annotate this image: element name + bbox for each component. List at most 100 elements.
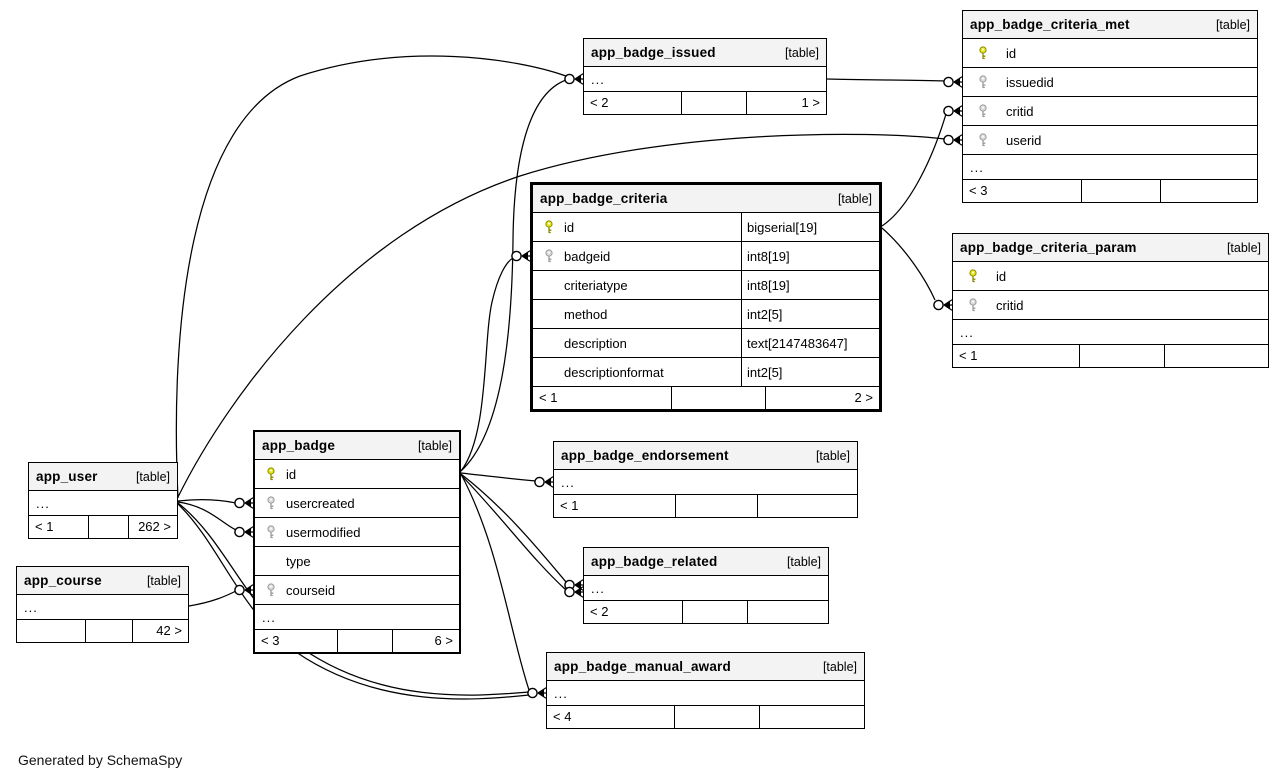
column-row: type: [255, 547, 459, 576]
children-count: [756, 495, 857, 517]
relationship-connector: [564, 73, 584, 85]
columns-collapsed-row: ...: [953, 320, 1268, 345]
table-name: app_badge_manual_award: [554, 659, 731, 674]
relationship-connector: [234, 526, 254, 538]
table-header[interactable]: app_course [table]: [17, 567, 188, 595]
columns-collapsed-row: ...: [29, 491, 177, 516]
generated-by-note: Generated by SchemaSpy: [18, 752, 183, 768]
table-footer: < 4: [547, 706, 864, 728]
foreign-key-icon: [976, 133, 990, 147]
table-header[interactable]: app_badge_manual_award [table]: [547, 653, 864, 681]
table-name: app_badge: [262, 438, 336, 453]
table-name: app_badge_issued: [591, 45, 716, 60]
column-name: description: [564, 335, 627, 351]
relationship-connector: [511, 250, 531, 262]
footer-spacer: [85, 620, 131, 642]
table-footer: < 1: [554, 495, 857, 517]
footer-spacer: [671, 387, 764, 409]
foreign-key-icon: [264, 583, 278, 597]
table-type-tag: [table]: [822, 659, 857, 674]
table-name: app_badge_criteria: [540, 191, 668, 206]
table-app-badge-endorsement: app_badge_endorsement [table] ... < 1: [553, 441, 858, 518]
columns-collapsed-row: ...: [255, 605, 459, 630]
table-footer: 42 >: [17, 620, 188, 642]
columns-collapsed-row: ...: [547, 681, 864, 706]
parents-count: < 1: [539, 390, 558, 405]
parents-count: < 1: [959, 348, 978, 363]
table-type-tag: [table]: [1226, 240, 1261, 255]
relationship-connector: [234, 584, 254, 596]
columns-collapsed-row: ...: [963, 155, 1257, 180]
children-count: [1159, 180, 1257, 202]
column-row: critid: [953, 291, 1268, 320]
table-header[interactable]: app_badge_criteria [table]: [533, 185, 879, 213]
relationship-connector: [534, 476, 554, 488]
table-type-tag: [table]: [1215, 17, 1250, 32]
children-count: [759, 706, 864, 728]
primary-key-icon: [264, 467, 278, 481]
table-type-tag: [table]: [135, 469, 170, 484]
column-row: issuedid: [963, 68, 1257, 97]
table-type-tag: [table]: [837, 191, 872, 206]
footer-spacer: [673, 706, 760, 728]
table-type-tag: [table]: [815, 448, 850, 463]
table-header[interactable]: app_badge [table]: [255, 432, 459, 460]
primary-key-icon: [976, 46, 990, 60]
table-header[interactable]: app_badge_issued [table]: [584, 39, 826, 67]
foreign-key-icon: [976, 104, 990, 118]
footer-spacer: [88, 516, 128, 538]
collapsed-columns-label: ...: [970, 159, 984, 175]
table-footer: < 1 262 >: [29, 516, 177, 538]
relationship-connector: [933, 299, 953, 311]
table-footer: < 1: [953, 345, 1268, 367]
table-header[interactable]: app_badge_endorsement [table]: [554, 442, 857, 470]
table-app-badge-criteria-met: app_badge_criteria_met [table] id issued…: [962, 10, 1258, 203]
column-name: criteriatype: [564, 277, 628, 293]
table-app-badge-criteria-param: app_badge_criteria_param [table] id crit…: [952, 233, 1269, 368]
column-name: courseid: [286, 582, 336, 598]
table-footer: < 2 1 >: [584, 92, 826, 114]
table-app-badge-manual-award: app_badge_manual_award [table] ... < 4: [546, 652, 865, 729]
column-name: descriptionformat: [564, 364, 664, 380]
column-name: issuedid: [1006, 74, 1054, 90]
column-row: id: [953, 262, 1268, 291]
column-row: usercreated: [255, 489, 459, 518]
table-header[interactable]: app_badge_related [table]: [584, 548, 828, 576]
table-header[interactable]: app_user [table]: [29, 463, 177, 491]
table-type-tag: [table]: [786, 554, 821, 569]
table-app-badge: app_badge [table] id usercreated usermod…: [253, 430, 461, 654]
foreign-key-icon: [264, 525, 278, 539]
columns-collapsed-row: ...: [584, 576, 828, 601]
foreign-key-icon: [976, 75, 990, 89]
table-name: app_user: [36, 469, 98, 484]
table-app-badge-issued: app_badge_issued [table] ... < 2 1 >: [583, 38, 827, 115]
table-footer: < 3 6 >: [255, 630, 459, 652]
primary-key-icon: [542, 220, 556, 234]
table-app-course: app_course [table] ... 42 >: [16, 566, 189, 643]
foreign-key-icon: [542, 249, 556, 263]
relationship-connector: [943, 76, 963, 88]
parents-count: < 2: [590, 604, 609, 619]
footer-spacer: [1079, 345, 1164, 367]
table-footer: < 3: [963, 180, 1257, 202]
children-count: 262 >: [128, 516, 177, 538]
column-type: text[2147483647]: [741, 328, 879, 358]
column-name: method: [564, 306, 608, 322]
table-header[interactable]: app_badge_criteria_param [table]: [953, 234, 1268, 262]
column-name: critid: [1006, 103, 1034, 119]
column-row: userid: [963, 126, 1257, 155]
column-type: int8[19]: [741, 241, 879, 271]
children-count: [1164, 345, 1268, 367]
table-name: app_badge_criteria_param: [960, 240, 1137, 255]
columns-collapsed-row: ...: [584, 67, 826, 92]
table-header[interactable]: app_badge_criteria_met [table]: [963, 11, 1257, 39]
column-name: id: [996, 268, 1007, 284]
collapsed-columns-label: ...: [561, 474, 575, 490]
foreign-key-icon: [966, 298, 980, 312]
table-name: app_badge_related: [591, 554, 718, 569]
